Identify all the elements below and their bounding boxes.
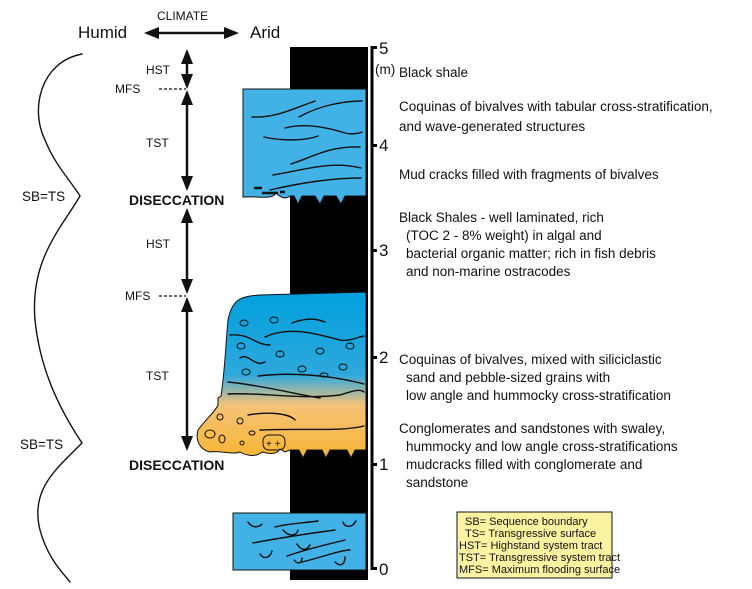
scale-tick-1: 1 <box>379 455 388 474</box>
climate-header: CLIMATE Humid Arid <box>78 9 280 42</box>
legend-item-hst: HST= Highstand system tract <box>459 540 602 552</box>
climate-humid-label: Humid <box>78 23 127 42</box>
scale-tick-0: 0 <box>379 560 388 579</box>
scale-tick-5: 5 <box>379 39 388 58</box>
mfs-lower-label: MFS <box>125 289 150 303</box>
sb-ts-upper-label: SB=TS <box>22 189 65 204</box>
scale-tick-4: 4 <box>379 136 388 155</box>
climate-curve <box>33 53 83 583</box>
mfs-upper-label: MFS <box>115 82 140 96</box>
scale-unit-label: (m) <box>375 62 395 77</box>
upper-coquina-bed <box>242 88 367 206</box>
desc-conglomerates: Conglomerates and sandstones with swaley… <box>399 421 681 490</box>
legend-item-sb: SB= Sequence boundary <box>465 516 588 528</box>
hst-lower-label: HST <box>146 237 171 251</box>
desc-coquinas-mixed: Coquinas of bivalves, mixed with silicic… <box>399 352 671 403</box>
disec-upper-label: DISECCATION <box>129 192 224 208</box>
disec-lower-label: DISECCATION <box>129 457 224 473</box>
desc-mud-cracks: Mud cracks filled with fragments of biva… <box>399 167 659 182</box>
sb-ts-lower-label: SB=TS <box>20 437 63 452</box>
legend: SB= Sequence boundary TS= Transgressive … <box>456 511 620 579</box>
lithology-descriptions: Black shale Coquinas of bivalves with ta… <box>399 65 716 490</box>
desc-black-shales-laminated: Black Shales - well laminated, rich (TOC… <box>399 210 660 279</box>
legend-item-tst: TST= Transgressive system tract <box>459 552 620 564</box>
scale-tick-3: 3 <box>379 241 388 260</box>
hst-upper-label: HST <box>146 63 171 77</box>
climate-title: CLIMATE <box>157 9 208 23</box>
lower-coquina-conglomerate-bed: + + <box>196 291 367 460</box>
desc-coquinas-upper: Coquinas of bivalves with tabular cross-… <box>399 99 716 134</box>
climate-arid-label: Arid <box>250 23 280 42</box>
desc-black-shale: Black shale <box>399 65 468 80</box>
depth-scale: (m) 5 4 3 2 1 0 <box>370 39 395 579</box>
scale-tick-2: 2 <box>379 348 388 367</box>
legend-item-mfs: MFS= Maximum flooding surface <box>459 564 620 576</box>
legend-item-ts: TS= Transgressive surface <box>465 528 596 540</box>
bottom-coquina-bed <box>232 512 367 571</box>
svg-text:+ +: + + <box>266 439 281 450</box>
tst-lower-label: TST <box>146 369 169 383</box>
tst-upper-label: TST <box>146 136 169 150</box>
systems-tracts: HST MFS TST DISECCATION HST MFS TST DISE… <box>115 49 224 473</box>
